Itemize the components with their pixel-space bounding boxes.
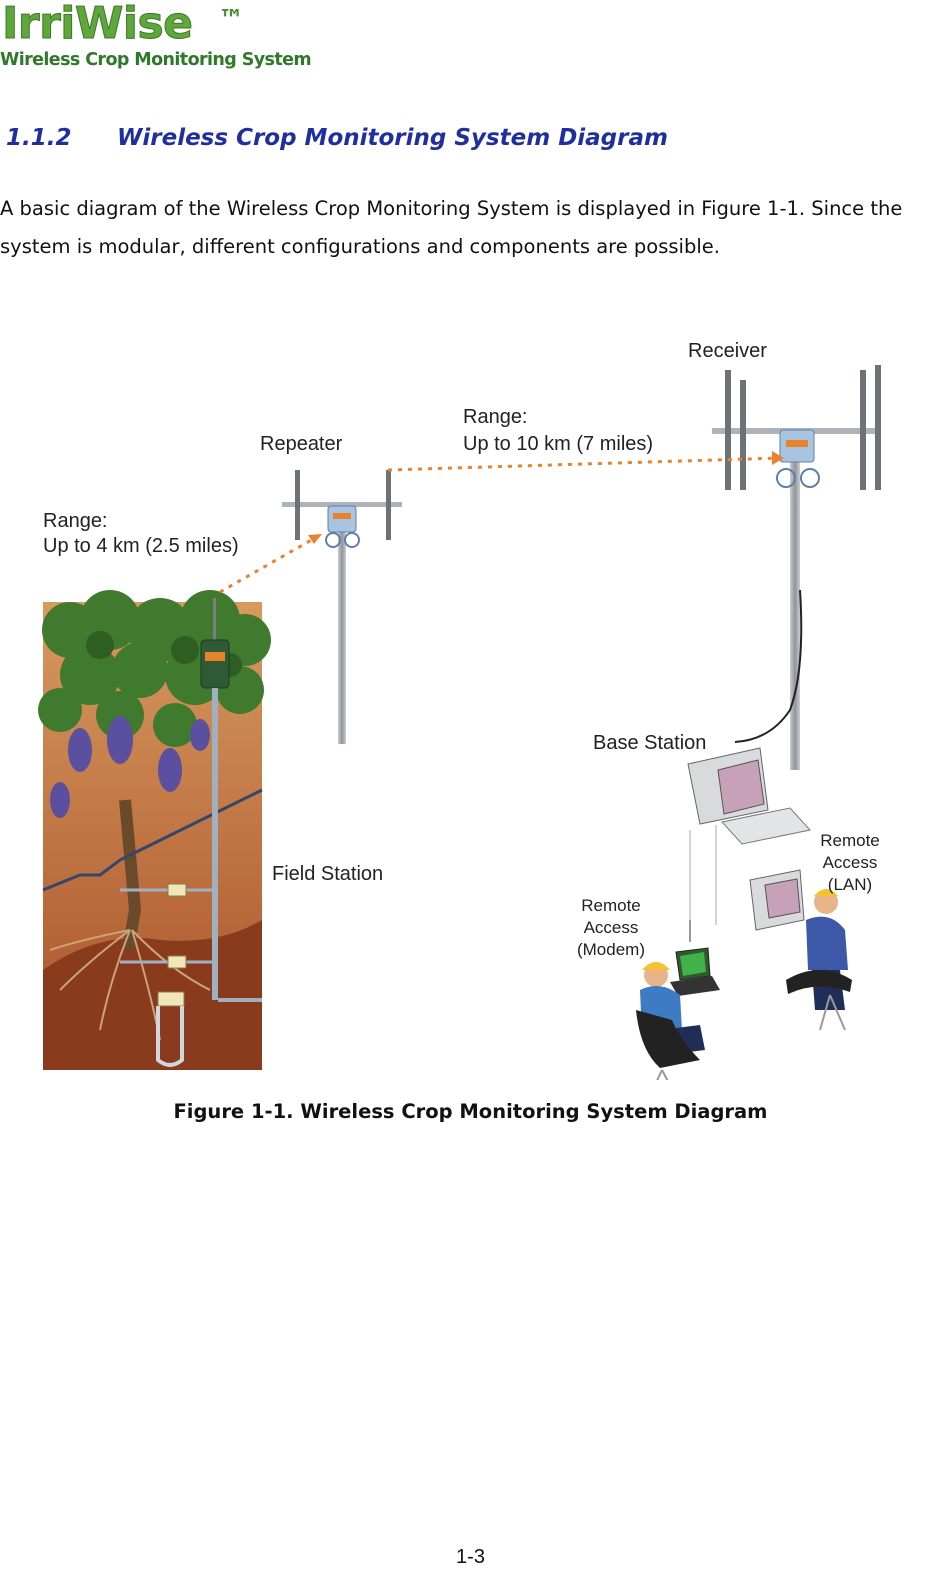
remote-lan-user: [749, 869, 852, 1031]
remote-lan-label-line3: (LAN): [827, 875, 873, 894]
remote-modem-label-line3: (Modem): [576, 940, 645, 959]
repeater-tower: [282, 470, 402, 744]
section-title: Wireless Crop Monitoring System Diagram: [117, 125, 668, 151]
receiver-tower: [712, 365, 881, 770]
page-number: 1-3: [456, 1546, 485, 1568]
repeater-label: Repeater: [260, 433, 343, 455]
logo-trademark: ™: [218, 5, 244, 35]
logo-tagline: Wireless Crop Monitoring System: [0, 50, 312, 70]
section-number: 1.1.2: [6, 125, 72, 151]
radio-links: [219, 451, 784, 594]
remote-modem-label: Remote Access (Modem): [566, 895, 656, 961]
base-station-computer: [687, 747, 811, 930]
short-range-label-line1: Range:: [43, 510, 108, 532]
body-paragraph: A basic diagram of the Wireless Crop Mon…: [0, 197, 903, 258]
logo-wordmark: IrriWise: [2, 0, 194, 49]
remote-lan-label-line2: Access: [822, 853, 878, 872]
long-range-label-line2: Up to 10 km (7 miles): [463, 433, 654, 455]
short-range-label-line2: Up to 4 km (2.5 miles): [43, 535, 239, 557]
brand-logo: IrriWise ™ Wireless Crop Monitoring Syst…: [0, 0, 312, 80]
remote-modem-label-line2: Access: [583, 918, 639, 937]
remote-lan-label-line1: Remote: [820, 831, 880, 850]
diagram-illustration: [38, 365, 881, 1101]
receiver-label: Receiver: [688, 340, 767, 362]
long-range-label-line1: Range:: [463, 406, 528, 428]
remote-lan-label: Remote Access (LAN): [808, 830, 892, 896]
field-station-label: Field Station: [272, 863, 384, 885]
field-station-scene: [38, 590, 271, 1070]
base-station-label: Base Station: [593, 732, 707, 754]
remote-modem-label-line1: Remote: [581, 896, 641, 915]
figure-caption: Figure 1-1. Wireless Crop Monitoring Sys…: [173, 1100, 768, 1123]
system-diagram: Receiver Repeater Range: Up to 10 km (7 …: [0, 330, 941, 1101]
